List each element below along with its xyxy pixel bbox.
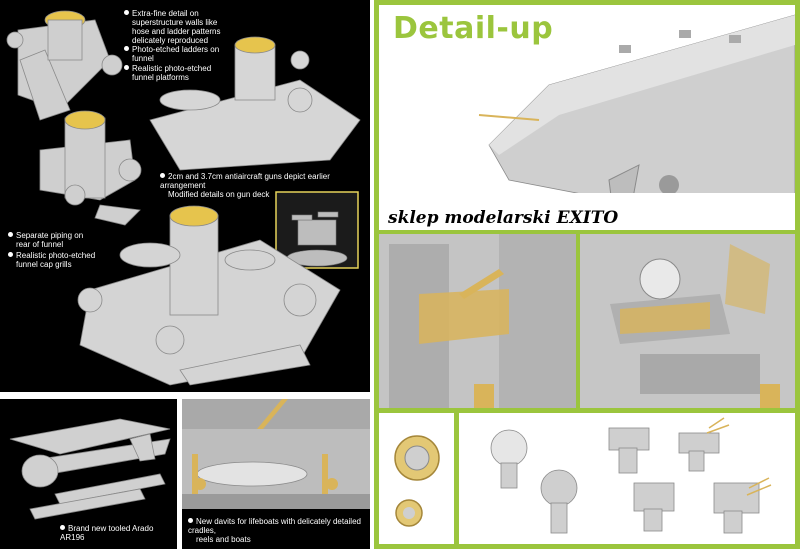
aa-guns-illustration bbox=[490, 417, 772, 534]
note-cap-grills: Realistic photo-etched funnel cap grills bbox=[8, 251, 95, 269]
superstructure-illustration bbox=[6, 10, 361, 386]
bullet-icon bbox=[160, 173, 165, 178]
arado-panel: Brand new tooled Arado AR196 bbox=[0, 399, 177, 549]
note-piping: Separate piping on rear of funnel bbox=[8, 231, 83, 249]
ladder-detail-image bbox=[379, 234, 576, 408]
note-ladders: Photo-etched ladders on funnel bbox=[124, 45, 219, 63]
reels-image bbox=[379, 413, 454, 544]
watermark-text: sklep modelarski EXITO bbox=[388, 208, 619, 228]
note-funnel-platforms: Realistic photo-etched funnel platforms bbox=[124, 64, 211, 82]
reels-illustration bbox=[394, 435, 440, 527]
bullet-icon bbox=[124, 46, 129, 51]
bullet-icon bbox=[188, 518, 193, 523]
funnel-platform-image bbox=[580, 234, 795, 408]
note-superstructure: Extra-fine detail on superstructure wall… bbox=[124, 9, 221, 45]
bullet-icon bbox=[124, 65, 129, 70]
superstructure-panel: Extra-fine detail on superstructure wall… bbox=[0, 0, 370, 392]
note-davits: New davits for lifeboats with delicately… bbox=[188, 517, 361, 544]
detail-up-title: Detail-up bbox=[393, 11, 554, 46]
davits-panel: New davits for lifeboats with delicately… bbox=[182, 399, 370, 549]
watermark-strip bbox=[379, 193, 795, 230]
note-aa-guns: 2cm and 3.7cm antiaircraft guns depict e… bbox=[160, 172, 330, 199]
bullet-icon bbox=[8, 232, 13, 237]
hull-bow-image: Detail-up bbox=[379, 5, 795, 230]
arado-seaplane-illustration bbox=[9, 418, 171, 520]
bullet-icon bbox=[124, 10, 129, 15]
bullet-icon bbox=[8, 252, 13, 257]
bullet-icon bbox=[60, 525, 65, 530]
lifeboat-davits-illustration bbox=[182, 399, 370, 509]
ladder-photo-etch-illustration bbox=[379, 234, 576, 408]
aa-guns-image bbox=[459, 413, 795, 544]
funnel-platform-illustration bbox=[580, 234, 795, 408]
note-arado: Brand new tooled Arado AR196 bbox=[60, 524, 154, 542]
detail-up-panel: Detail-up bbox=[374, 0, 800, 549]
